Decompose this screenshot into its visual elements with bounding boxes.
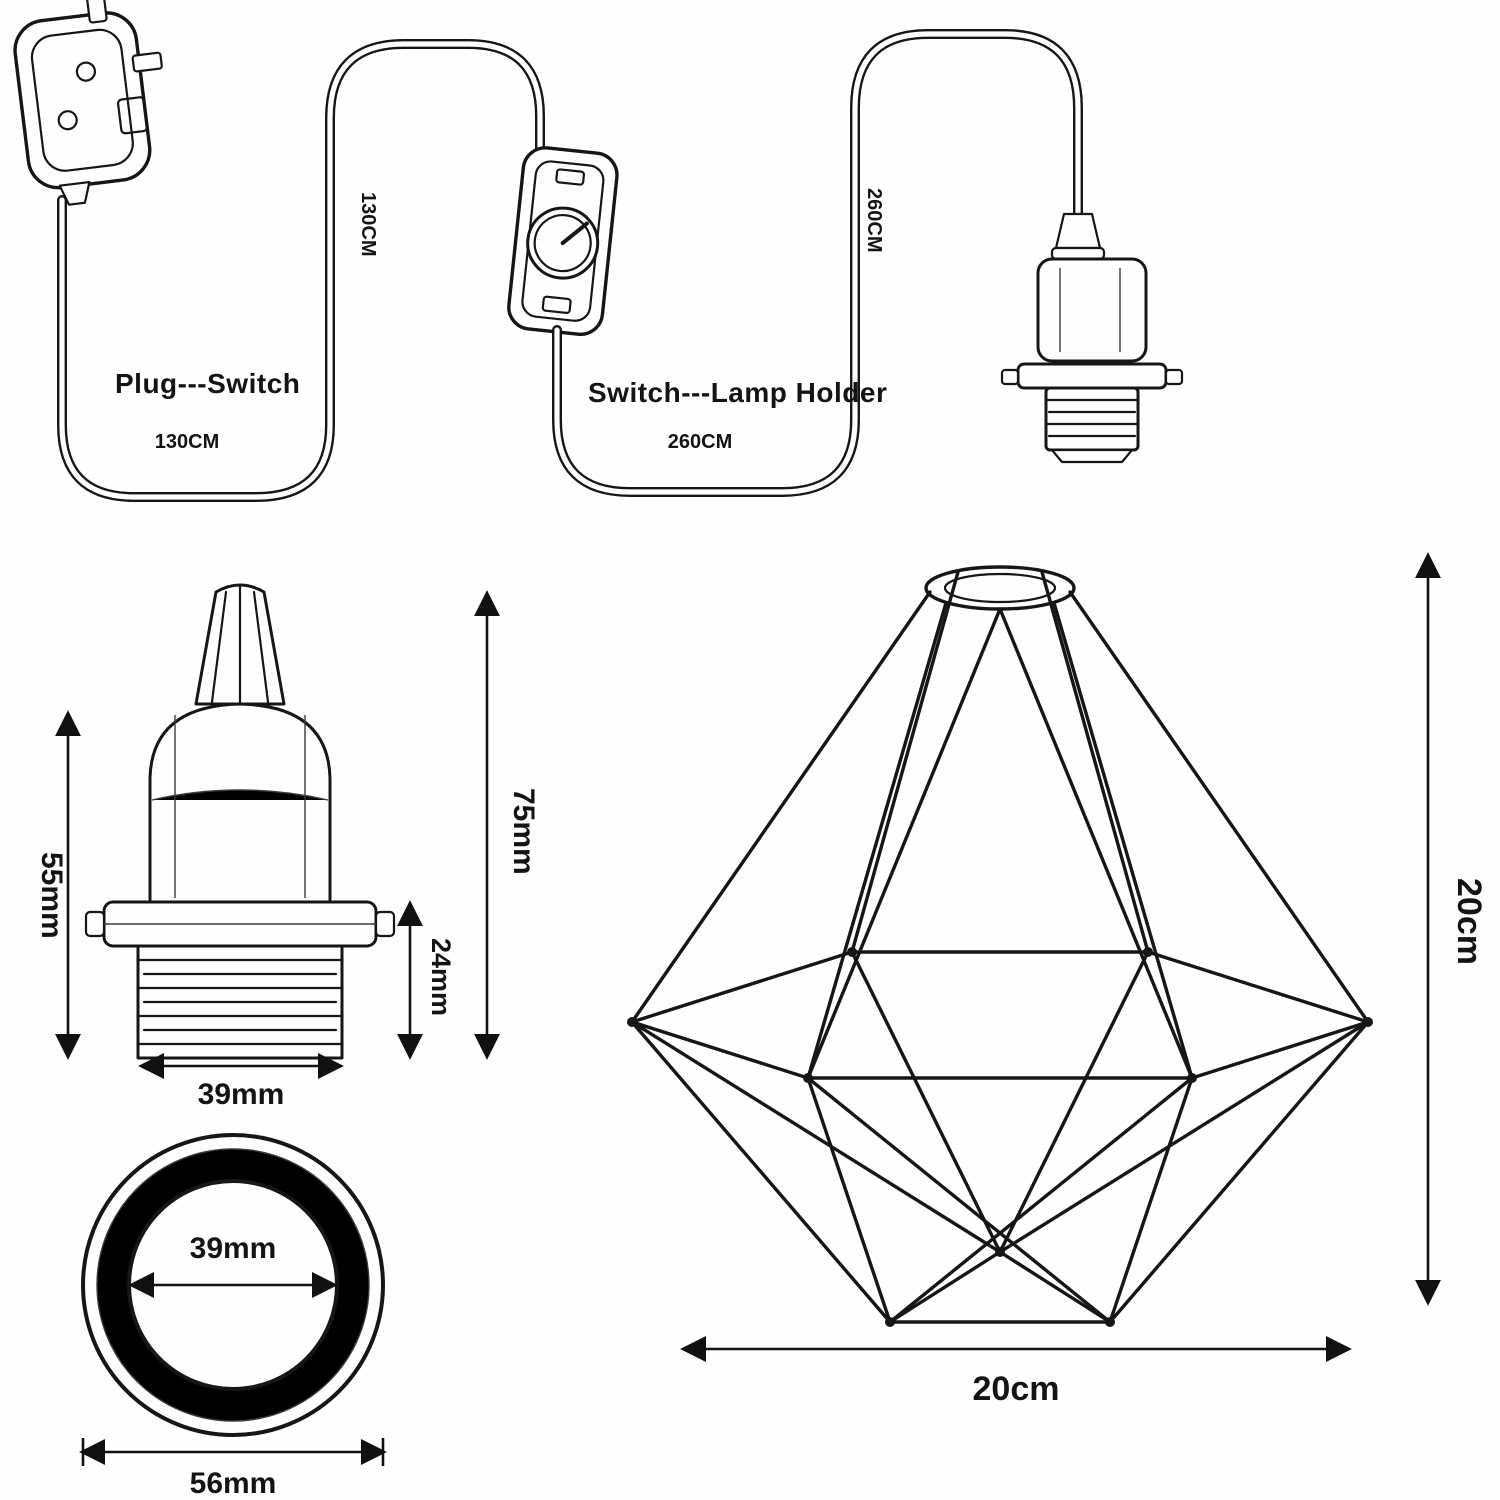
shade-ring-drawing bbox=[79, 1133, 387, 1466]
dim-75mm: 75mm bbox=[507, 788, 540, 875]
holder-tab-right bbox=[1164, 368, 1184, 386]
lamp-holder-detail-drawing bbox=[84, 583, 396, 1060]
cable-plug-to-switch bbox=[57, 39, 545, 502]
dimmer-knob-pointer bbox=[560, 221, 589, 246]
lamp-holder-top-drawing bbox=[1000, 212, 1184, 464]
holder-dimension-lines bbox=[55, 590, 500, 1079]
dim-24mm: 24mm bbox=[426, 938, 456, 1016]
plug-pin-top bbox=[86, 0, 108, 24]
holder-tab-left bbox=[1000, 368, 1020, 386]
uk-plug-drawing bbox=[13, 0, 163, 206]
plug-fuse bbox=[116, 96, 149, 135]
dim-39mm-thread: 39mm bbox=[198, 1078, 285, 1111]
cage-dimension-lines bbox=[680, 552, 1441, 1362]
plug-pin-right bbox=[131, 51, 163, 73]
label-switch-holder-length: 260CM bbox=[668, 431, 732, 453]
holder-detail-tab-left bbox=[84, 910, 106, 938]
label-plug-switch-length: 130CM bbox=[155, 431, 219, 453]
diamond-cage-drawing bbox=[627, 565, 1373, 1327]
label-cable1-length-vertical: 130CM bbox=[357, 192, 379, 256]
label-switch-holder: Switch---Lamp Holder bbox=[588, 377, 887, 408]
label-plug-switch: Plug---Switch bbox=[115, 368, 300, 399]
dim-cage-width-20cm: 20cm bbox=[973, 1370, 1060, 1408]
dim-55mm: 55mm bbox=[35, 852, 68, 939]
dimmer-switch-drawing bbox=[507, 146, 619, 337]
dim-cage-height-20cm: 20cm bbox=[1450, 878, 1488, 965]
holder-detail-tab-right bbox=[374, 910, 396, 938]
dim-ring-outer-56mm: 56mm bbox=[190, 1467, 277, 1500]
label-cable2-length-vertical: 260CM bbox=[863, 188, 885, 252]
cable-switch-to-holder bbox=[552, 29, 1083, 497]
dim-ring-inner-39mm: 39mm bbox=[190, 1232, 277, 1265]
